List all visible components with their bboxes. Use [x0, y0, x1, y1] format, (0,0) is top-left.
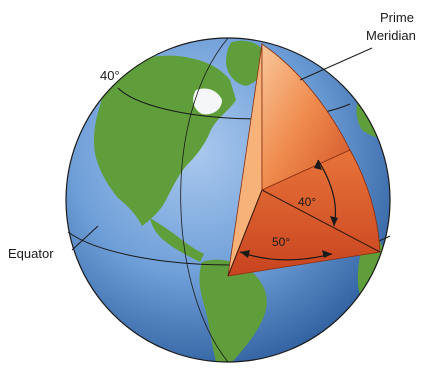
central-america-landmass — [150, 218, 204, 262]
arctic-ice — [193, 88, 222, 115]
wedge-center-line — [261, 189, 381, 253]
prime-meridian-leader — [299, 47, 373, 81]
south-america-landmass — [199, 259, 267, 362]
angle-40-arrow-top — [314, 160, 322, 170]
prime-meridian-label-line2: Meridian — [366, 28, 416, 43]
angle-50-arrow-right — [322, 250, 332, 258]
angle-40-arrow-bottom — [330, 216, 338, 226]
equator-label: Equator — [8, 246, 54, 261]
angle-50-label: 50° — [272, 235, 290, 249]
angle-40-label: 40° — [298, 195, 316, 209]
equator-leader — [71, 225, 99, 251]
wedge-vertical-line — [227, 189, 263, 277]
latitude-40-label: 40° — [100, 68, 120, 83]
cutaway-wedge — [227, 43, 381, 277]
meridian-line-left — [180, 37, 229, 363]
angle-50-arrow-left — [240, 250, 250, 258]
greenland-landmass — [226, 40, 267, 86]
prime-meridian-label-line1: Prime — [380, 10, 414, 25]
